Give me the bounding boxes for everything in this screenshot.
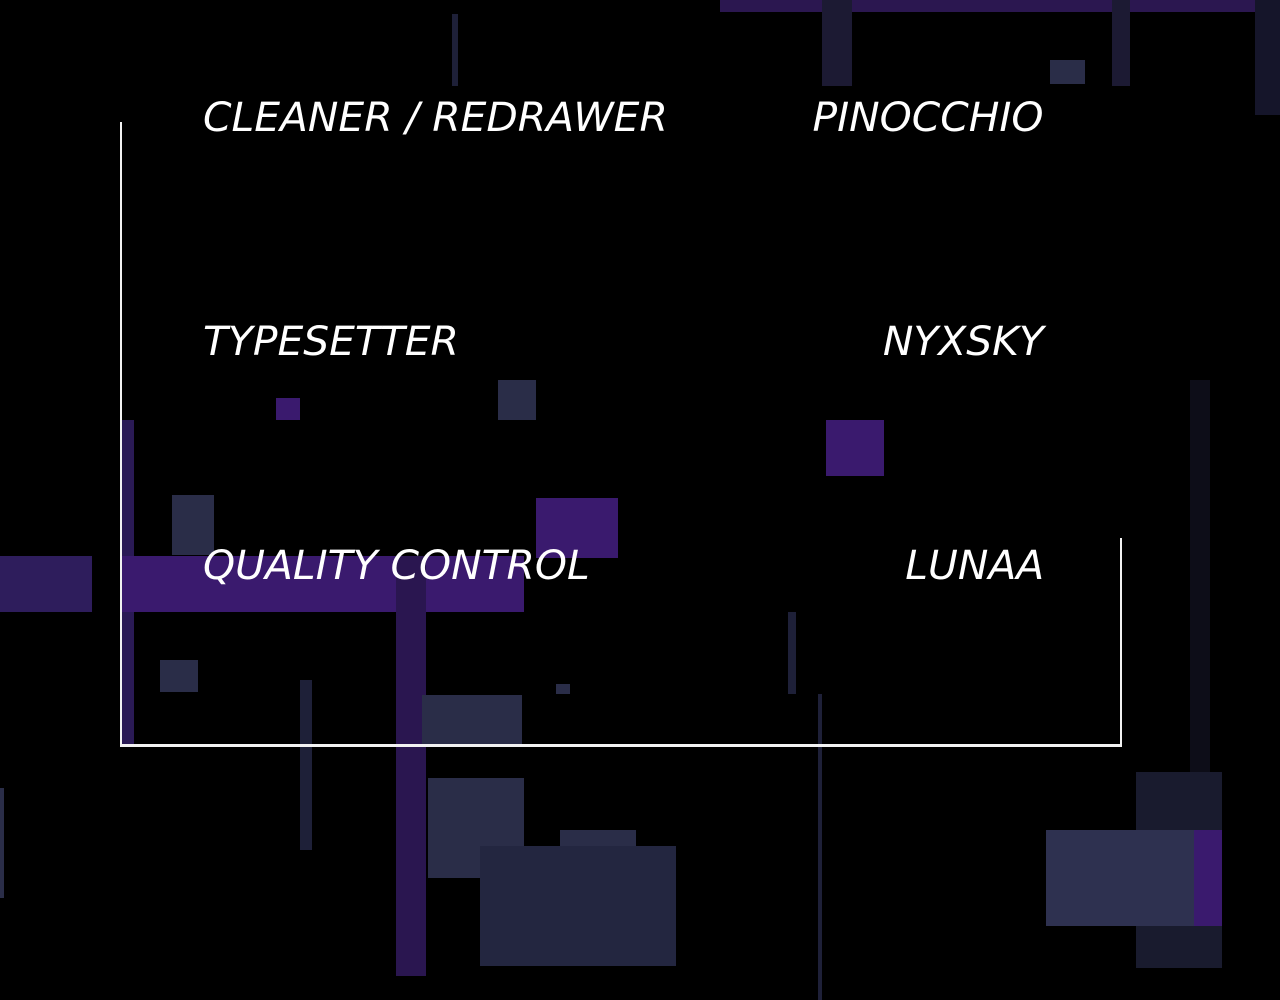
glitch-block (822, 0, 852, 86)
glitch-block (1190, 380, 1210, 780)
glitch-block (480, 846, 676, 966)
glitch-block (788, 612, 796, 694)
frame-left-line (120, 122, 122, 747)
glitch-block (0, 556, 92, 612)
glitch-block (536, 498, 618, 558)
glitch-block (300, 680, 312, 850)
glitch-block (826, 420, 884, 476)
glitch-block (1112, 0, 1130, 86)
credit-role-typesetter: TYPESETTER (203, 319, 459, 365)
credit-role-quality-control: QUALITY CONTROL (203, 543, 590, 589)
glitch-block (560, 830, 636, 846)
glitch-block (122, 556, 524, 612)
glitch-block (1046, 830, 1222, 926)
glitch-block (1050, 60, 1085, 84)
glitch-block (818, 694, 822, 1000)
credit-name-lunaa: LUNAA (905, 543, 1044, 589)
glitch-block (720, 0, 1280, 12)
frame-right-line (1120, 538, 1122, 747)
glitch-block (498, 380, 536, 420)
glitch-block (452, 14, 458, 86)
glitch-block (0, 788, 4, 898)
glitch-block (1194, 830, 1222, 926)
glitch-block (1255, 0, 1280, 115)
glitch-block (160, 660, 198, 692)
credit-name-nyxsky: NYXSKY (883, 319, 1044, 365)
glitch-block (556, 684, 570, 694)
glitch-block (422, 695, 522, 747)
glitch-block (276, 398, 300, 420)
credit-role-cleaner: CLEANER / REDRAWER (203, 95, 668, 141)
credit-name-pinocchio: PINOCCHIO (812, 95, 1044, 141)
glitch-block (172, 495, 214, 555)
glitch-block (396, 556, 426, 976)
frame-bottom-line (120, 744, 1122, 747)
